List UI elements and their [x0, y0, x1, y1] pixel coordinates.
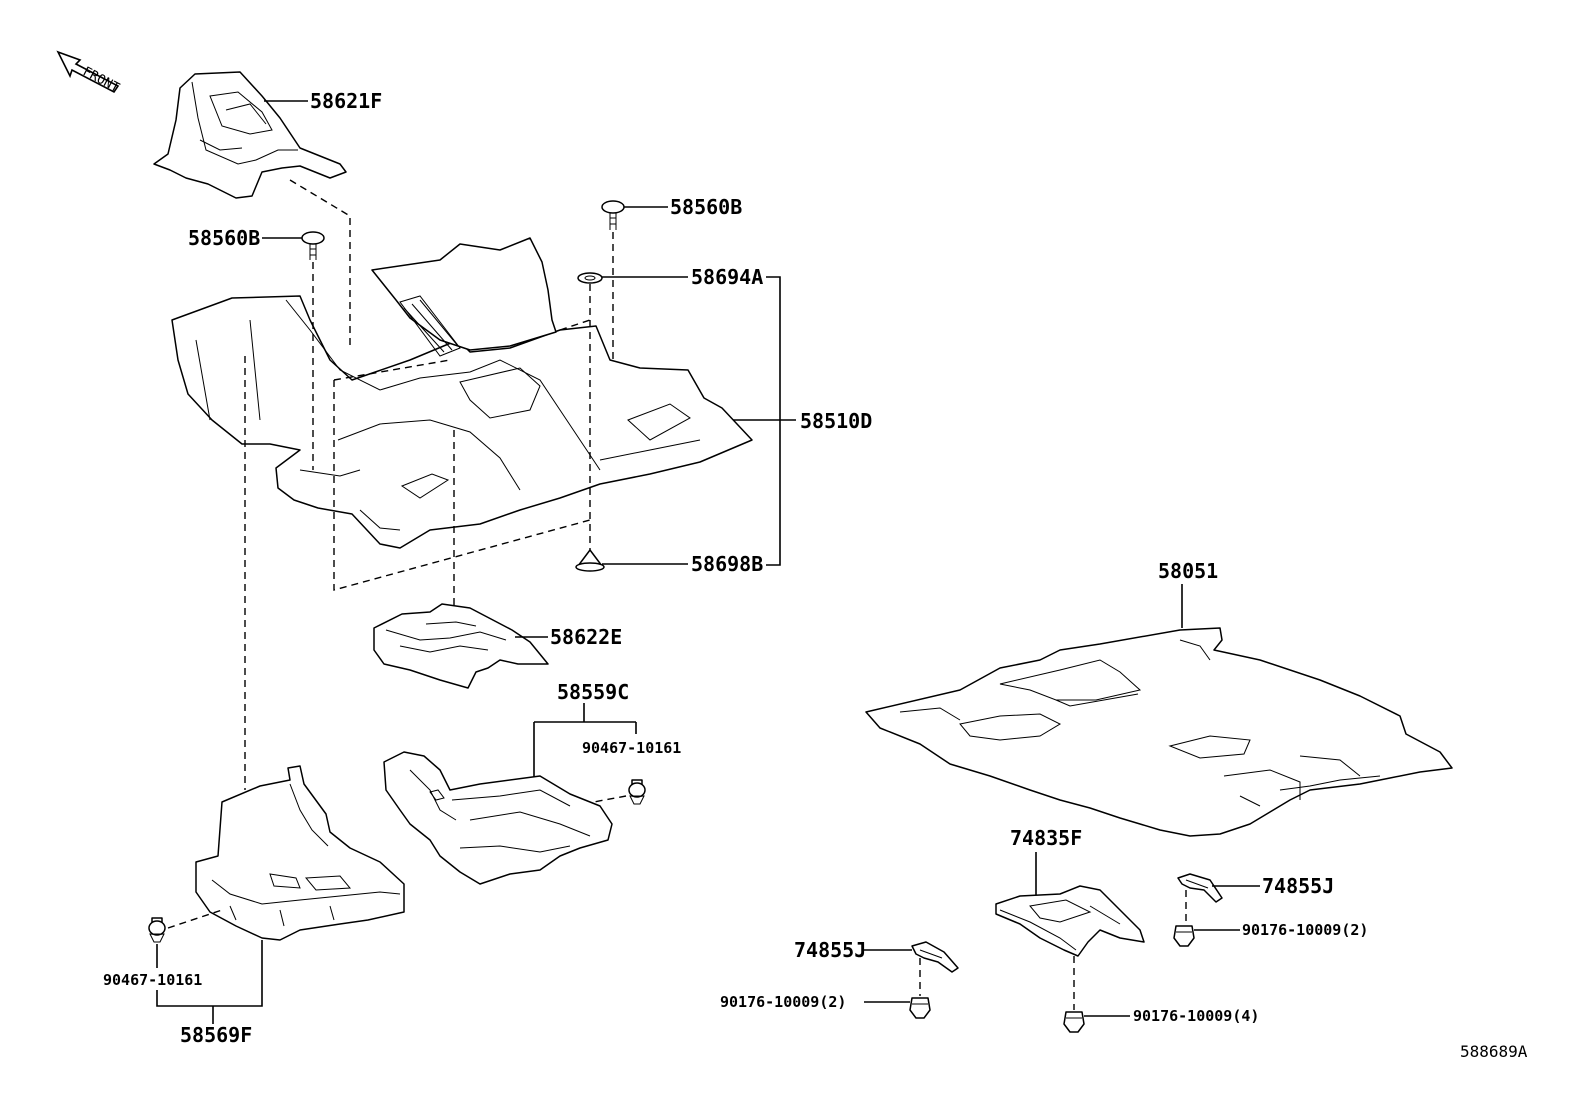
- label-58698B: 58698B: [691, 552, 763, 576]
- clip-90176-2-left[interactable]: [909, 997, 931, 1019]
- label-58559C: 58559C: [557, 680, 629, 704]
- front-arrow-icon: FRONT: [56, 50, 122, 96]
- part-58622E[interactable]: [373, 603, 549, 689]
- label-58560B-right: 58560B: [670, 195, 742, 219]
- label-58569F: 58569F: [180, 1023, 252, 1047]
- clip-58560B-right[interactable]: [601, 200, 625, 230]
- label-58621F: 58621F: [310, 89, 382, 113]
- part-58621F[interactable]: [153, 71, 347, 199]
- label-58510D: 58510D: [800, 409, 872, 433]
- label-74835F: 74835F: [1010, 826, 1082, 850]
- clip-90467-right[interactable]: [628, 779, 646, 805]
- part-74855J-right[interactable]: [1177, 873, 1223, 903]
- clip-90176-2-right[interactable]: [1173, 925, 1195, 947]
- label-58560B-left: 58560B: [188, 226, 260, 250]
- clip-90467-left[interactable]: [148, 917, 166, 943]
- label-90467-right: 90467-10161: [582, 739, 681, 757]
- part-58510D[interactable]: [171, 237, 753, 549]
- front-label: FRONT: [80, 64, 122, 96]
- part-58559C[interactable]: [383, 751, 613, 885]
- label-74855J-left: 74855J: [794, 938, 866, 962]
- grommet-58694A[interactable]: [577, 272, 603, 284]
- label-90467-left: 90467-10161: [103, 971, 202, 989]
- label-90176-2-right: 90176-10009(2): [1242, 921, 1368, 939]
- label-58622E: 58622E: [550, 625, 622, 649]
- diagram-id: 588689A: [1460, 1042, 1528, 1061]
- label-74855J-right: 74855J: [1262, 874, 1334, 898]
- label-58051: 58051: [1158, 559, 1218, 583]
- label-58694A: 58694A: [691, 265, 763, 289]
- part-74835F[interactable]: [995, 885, 1145, 957]
- part-74855J-left[interactable]: [911, 941, 959, 973]
- clip-58560B-left[interactable]: [301, 231, 325, 260]
- label-90176-2-left: 90176-10009(2): [720, 993, 846, 1011]
- clip-90176-4[interactable]: [1063, 1011, 1085, 1033]
- part-58051[interactable]: [865, 627, 1453, 837]
- clip-58698B[interactable]: [575, 549, 605, 572]
- label-90176-4: 90176-10009(4): [1133, 1007, 1259, 1025]
- part-58569F[interactable]: [195, 765, 405, 941]
